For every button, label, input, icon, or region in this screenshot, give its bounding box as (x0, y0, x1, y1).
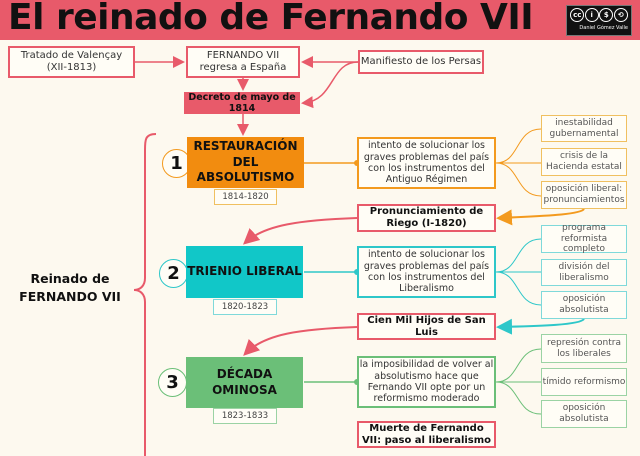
license-author: Daniel Gómez Valle (579, 25, 628, 31)
reinado-label: Reinado de FERNANDO VII (19, 271, 121, 305)
stage-3-number: 3 (158, 368, 187, 397)
stage-3-item: represión contra los liberales (541, 334, 627, 363)
arrow-cienmil-decada (243, 326, 358, 356)
stage-2-item: división del liberalismo (541, 259, 627, 286)
fernando-regresa-box: FERNANDO VII regresa a España (186, 46, 300, 78)
sa-icon: ⟲ (613, 8, 628, 22)
stage-2-dates: 1820-1823 (213, 299, 277, 315)
nc-icon: $ (599, 8, 614, 22)
stage-2-title: TRIENIO LIBERAL (186, 246, 303, 298)
stage-2-number: 2 (159, 259, 188, 288)
stage-1-number: 1 (162, 149, 191, 178)
stage-1-desc: intento de solucionar los graves problem… (357, 137, 496, 189)
event-riego: Pronunciamiento de Riego (I-1820) (357, 204, 496, 232)
stage-2-desc: intento de solucionar los graves problem… (357, 246, 496, 298)
stage-2-item: programa reformista completo (541, 223, 627, 254)
cc-icon: cc (570, 8, 585, 22)
cc-license-badge: cc i $ ⟲ Daniel Gómez Valle (566, 5, 632, 36)
arrow-oposicion-cienmil (496, 318, 585, 335)
stage-3-item: tímido reformismo (541, 368, 627, 396)
stage-3-desc: la imposibilidad de volver al absolutism… (357, 356, 496, 408)
tratado-valencay-box: Tratado de Valençay (XII-1813) (8, 46, 135, 78)
arrow-oposicion-riego (496, 208, 585, 226)
stage-2-item: oposición absolutista (541, 291, 627, 319)
stage-1-title: RESTAURACIÓN DEL ABSOLUTISMO (187, 137, 304, 188)
page-title: El reinado de Fernando VII (8, 0, 534, 38)
stage-1-dates: 1814-1820 (214, 189, 277, 205)
arrow-riego-trienio (243, 217, 358, 245)
manifiesto-persas-box: Manifiesto de los Persas (358, 50, 484, 74)
decreto-box: Decreto de mayo de 1814 (184, 92, 300, 114)
stage-3-item: oposición absolutista (541, 400, 627, 428)
event-muerte: Muerte de Fernando VII: paso al liberali… (357, 421, 496, 448)
arrow-manifiesto-decreto (301, 61, 359, 109)
event-cien-mil: Cien Mil Hijos de San Luis (357, 313, 496, 340)
stage-1-item: inestabilidad gubernamental (541, 115, 627, 142)
stage-1-item: crisis de la Hacienda estatal (541, 148, 627, 176)
stage-3-title: DÉCADA OMINOSA (186, 357, 303, 408)
stage-1-item: oposición liberal: pronunciamientos (541, 181, 627, 209)
stage-3-dates: 1823-1833 (213, 408, 277, 424)
by-icon: i (584, 8, 599, 22)
header-banner: El reinado de Fernando VII cc i $ ⟲ Dani… (0, 0, 640, 40)
brace (133, 133, 157, 456)
